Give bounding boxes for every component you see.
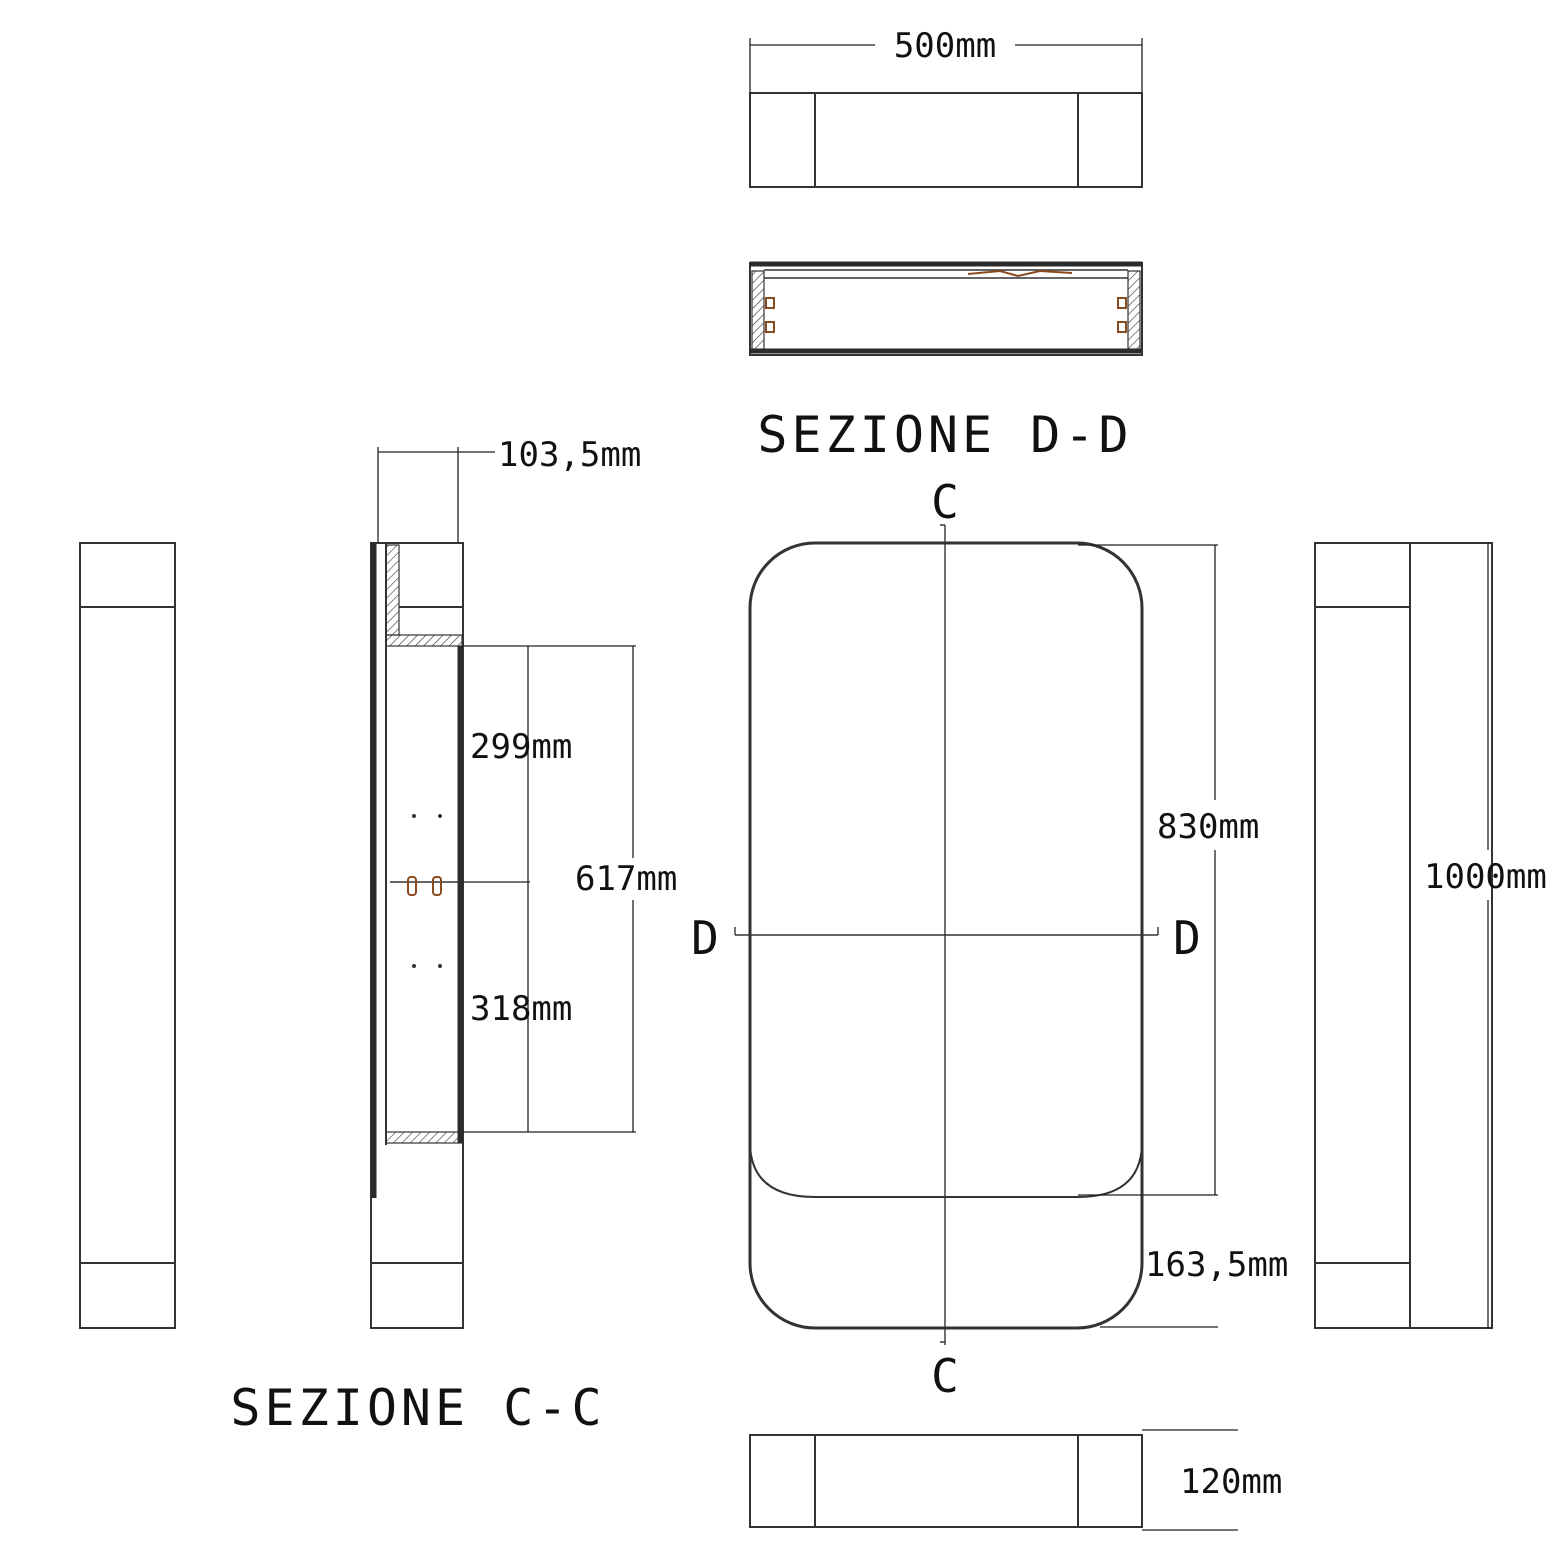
inner-total-label: 617mm <box>575 859 677 899</box>
section-cc-bottom-panel <box>385 1131 463 1144</box>
total-height-label: 1000mm <box>1424 857 1547 897</box>
right-elevation: 1000mm <box>1314 542 1547 1329</box>
section-cc-outline <box>370 542 464 1329</box>
section-cc-top-panel <box>385 634 463 647</box>
depth-dim-label: 103,5mm <box>498 435 641 475</box>
section-dd-outline <box>749 262 1143 356</box>
mirror-bottom-edge <box>749 1144 1143 1198</box>
bottom-band-label: 163,5mm <box>1145 1245 1288 1285</box>
section-dd-side-right <box>1127 270 1141 350</box>
led-fitting-icon <box>967 269 1073 278</box>
hinge-icon <box>765 297 775 309</box>
section-cc-top-block <box>385 544 400 636</box>
hinge-icon <box>765 321 775 333</box>
right-elevation-outline <box>1314 542 1493 1329</box>
upper-compartment-label: 299mm <box>470 727 572 767</box>
shelf-support-icon <box>407 876 417 896</box>
section-marker-c-bottom: C <box>931 1349 959 1403</box>
shelf-pin-hole <box>438 964 442 968</box>
left-elevation <box>79 542 176 1329</box>
hinge-icon <box>1117 297 1127 309</box>
top-view-outline <box>749 92 1143 188</box>
shelf-pin-hole <box>412 814 416 818</box>
shelf-pin-hole <box>438 814 442 818</box>
section-dd-title: SEZIONE D-D <box>757 406 1132 464</box>
shelf-pin-hole <box>412 964 416 968</box>
section-cc: 103,5mm 299mm 318mm 617mm SEZIONE C-C <box>230 435 677 1437</box>
section-line-dd-ticks <box>734 927 1159 935</box>
section-dd: SEZIONE D-D <box>749 261 1143 464</box>
mirror-height-label: 830mm <box>1157 807 1259 847</box>
lower-compartment-label: 318mm <box>470 989 572 1029</box>
top-view: 500mm <box>749 26 1143 188</box>
section-line-cc-ticks <box>940 524 945 1343</box>
width-dim-label: 500mm <box>894 26 996 66</box>
bottom-view: 120mm <box>749 1429 1282 1531</box>
section-marker-c-top: C <box>931 475 959 529</box>
shelf-support-icon <box>432 876 442 896</box>
section-dd-side-left <box>751 270 765 350</box>
bottom-depth-label: 120mm <box>1180 1462 1282 1502</box>
left-elevation-outline <box>79 542 176 1329</box>
section-cc-title: SEZIONE C-C <box>230 1379 605 1437</box>
section-marker-d-left: D <box>691 911 719 965</box>
bottom-view-outline <box>749 1434 1143 1528</box>
hinge-icon <box>1117 321 1127 333</box>
section-marker-d-right: D <box>1173 911 1201 965</box>
front-view: C C D D 830mm 163,5mm <box>691 475 1288 1403</box>
